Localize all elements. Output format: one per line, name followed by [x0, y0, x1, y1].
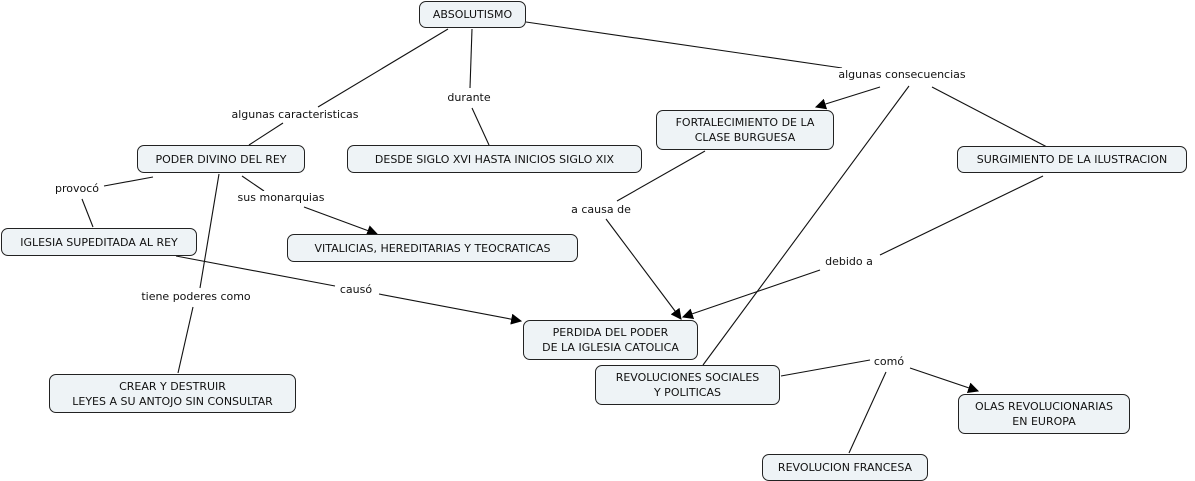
link-line — [848, 371, 887, 454]
link-line — [241, 175, 265, 192]
link-line — [317, 28, 449, 108]
link-line — [814, 86, 881, 110]
concept-crear-y-destruir-leyes[interactable]: CREAR Y DESTRUIR LEYES A SU ANTOJO SIN C… — [49, 374, 296, 413]
link-label-causo[interactable]: causó — [337, 283, 375, 297]
link-line — [931, 86, 1048, 148]
link-label-provoco[interactable]: provocó — [52, 182, 102, 196]
link-label-durante[interactable]: durante — [445, 91, 493, 105]
link-line — [525, 21, 843, 69]
link-line — [103, 176, 154, 187]
concept-iglesia-supeditada[interactable]: IGLESIA SUPEDITADA AL REY — [1, 228, 197, 256]
concept-fortalecimiento-clase-burguesa[interactable]: FORTALECIMIENTO DE LA CLASE BURGUESA — [656, 110, 834, 150]
concept-revoluciones-sociales[interactable]: REVOLUCIONES SOCIALES Y POLITICAS — [595, 365, 780, 405]
concept-olas-revolucionarias[interactable]: OLAS REVOLUCIONARIAS EN EUROPA — [958, 394, 1130, 434]
link-line — [248, 122, 284, 146]
link-line — [681, 269, 821, 319]
link-label-tiene-poderes-como[interactable]: tiene poderes como — [139, 290, 253, 304]
link-label-algunas-caracteristicas[interactable]: algunas caracteristicas — [229, 108, 361, 122]
concept-poder-divino-del-rey[interactable]: PODER DIVINO DEL REY — [137, 145, 305, 173]
link-line — [471, 107, 490, 146]
concept-surgimiento-ilustracion[interactable]: SURGIMIENTO DE LA ILUSTRACION — [957, 146, 1187, 173]
link-label-algunas-consecuencias[interactable]: algunas consecuencias — [836, 68, 968, 82]
link-line — [303, 206, 379, 236]
concept-vitalicias[interactable]: VITALICIAS, HEREDITARIAS Y TEOCRATICAS — [287, 234, 578, 262]
concept-desde-siglo-xvi[interactable]: DESDE SIGLO XVI HASTA INICIOS SIGLO XIX — [347, 145, 642, 173]
link-line — [702, 85, 910, 366]
link-line — [909, 367, 980, 394]
concept-perdida-poder-iglesia[interactable]: PERDIDA DEL PODER DE LA IGLESIA CATOLICA — [523, 320, 698, 360]
link-line — [81, 198, 94, 228]
link-label-a-causa-de[interactable]: a causa de — [569, 203, 633, 217]
link-line — [616, 150, 706, 202]
link-line — [378, 293, 523, 325]
concept-absolutismo[interactable]: ABSOLUTISMO — [419, 1, 526, 28]
link-label-como[interactable]: comó — [871, 355, 907, 369]
link-line — [177, 306, 194, 374]
link-line — [175, 255, 336, 287]
link-label-sus-monarquias[interactable]: sus monarquias — [235, 191, 327, 205]
link-line — [780, 359, 871, 377]
link-line — [605, 218, 682, 320]
concept-revolucion-francesa[interactable]: REVOLUCION FRANCESA — [762, 454, 928, 481]
link-label-debido-a[interactable]: debido a — [823, 255, 875, 269]
link-line — [879, 175, 1044, 256]
link-line — [199, 173, 220, 289]
link-line — [469, 28, 473, 89]
